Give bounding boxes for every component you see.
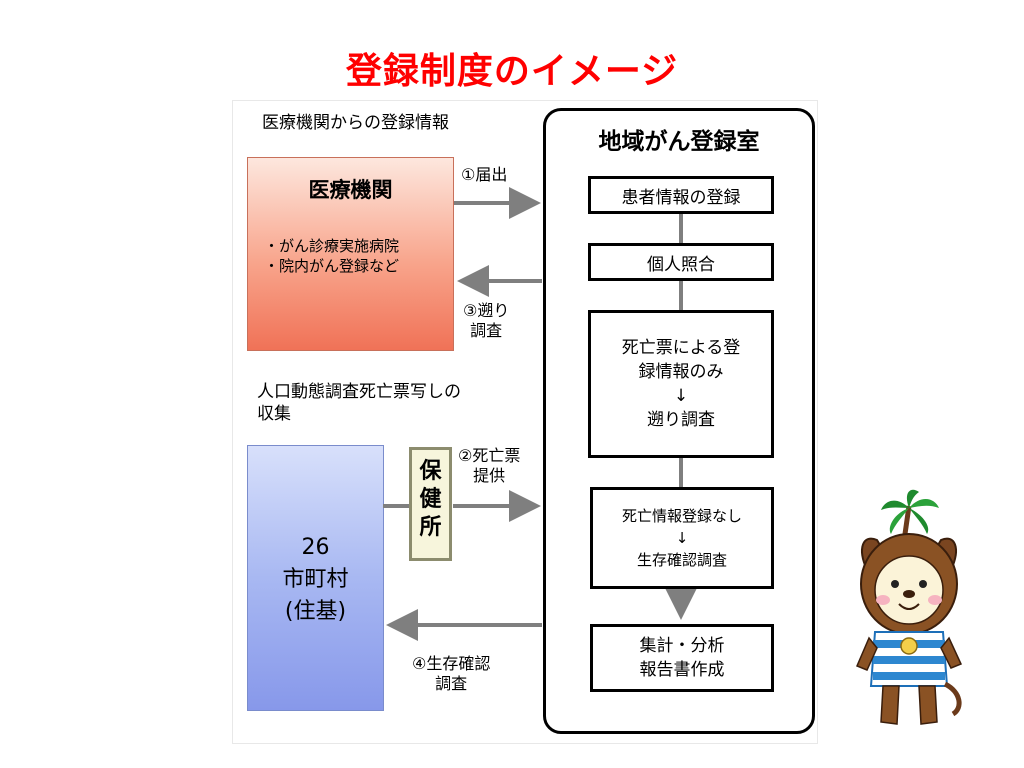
medical-institution-title: 医療機関 [308,178,393,202]
medical-info-label: 医療機関からの登録情報 [262,113,449,133]
medical-institution-box: 医療機関 ・がん診療実施病院 ・院内がん登録など [247,157,454,351]
municipalities-box: 26 市町村 (住基) [247,445,384,711]
diagram-frame [232,100,818,744]
page-title: 登録制度のイメージ [345,51,679,92]
health-center-box: 保 健 所 [409,447,452,561]
step-aggregate-report: 集計・分析 報告書作成 [590,624,774,692]
step-dco-retro-survey: 死亡票による登 録情報のみ ↓ 遡り調査 [588,310,774,458]
survival-survey-arrow-label: ④生存確認 調査 [412,654,491,693]
medical-institution-items: ・がん診療実施病院 ・院内がん登録など [264,237,400,275]
retro-survey-arrow-label: ③遡り 調査 [463,301,510,340]
step-record-linkage: 個人照合 [588,243,774,281]
death-cert-arrow-label: ②死亡票 提供 [458,446,521,485]
report-arrow-label: ①届出 [461,165,508,184]
municipalities-text: 26 市町村 (住基) [282,535,349,624]
registry-room-title: 地域がん登録室 [598,129,760,155]
step-survival-check: 死亡情報登録なし ↓ 生存確認調査 [590,487,774,589]
palm-tree-dog-mascot-icon [856,489,963,725]
death-certificate-label: 人口動態調査死亡票写しの 収集 [257,382,461,424]
step-patient-registration: 患者情報の登録 [588,176,774,214]
